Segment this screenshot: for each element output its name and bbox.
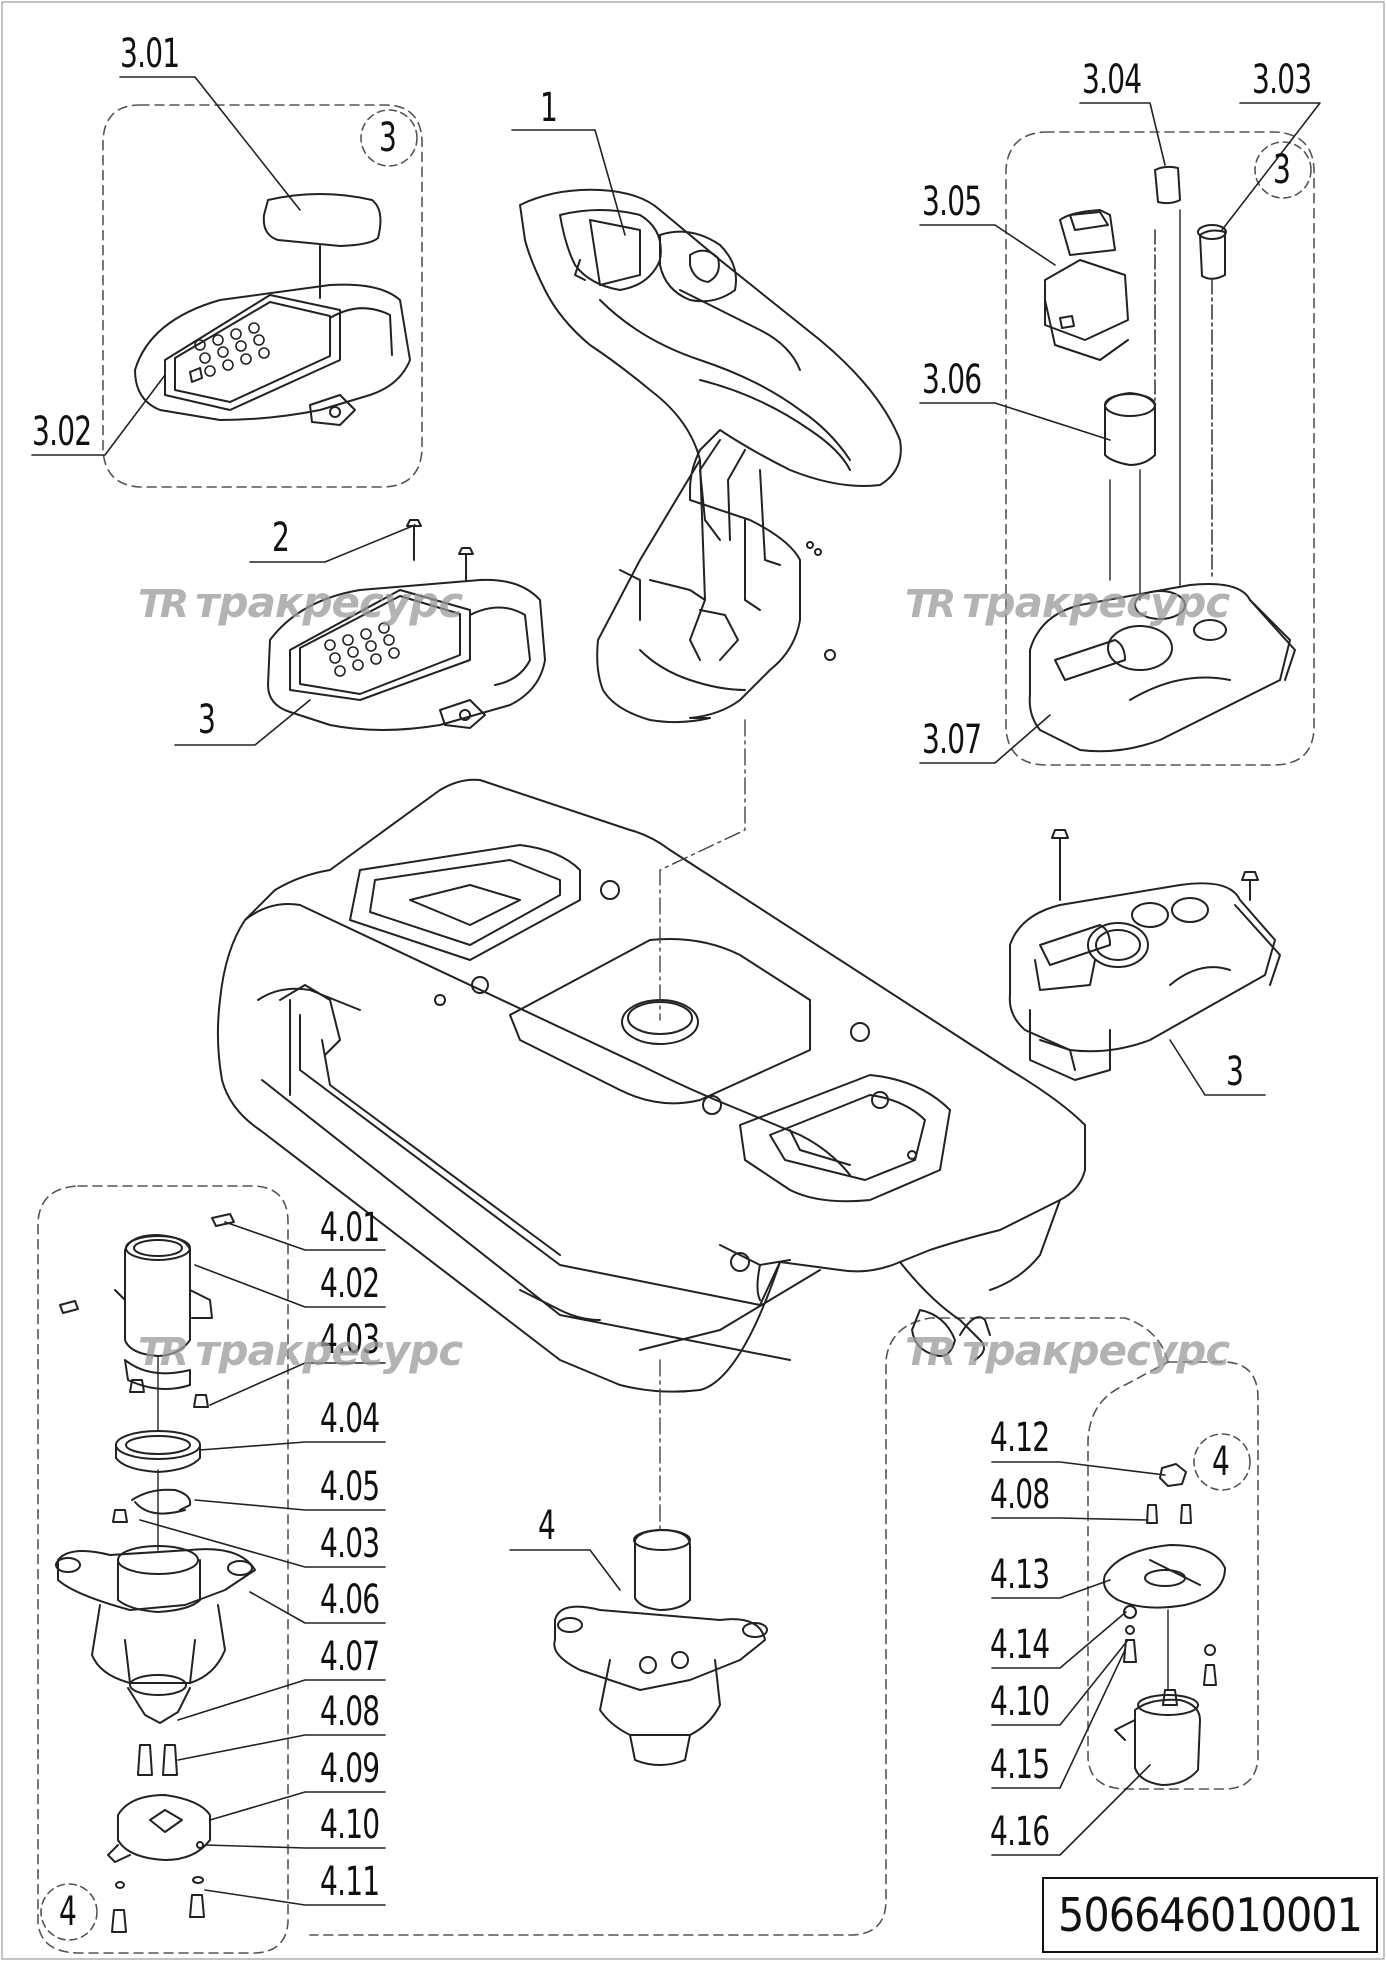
watermark-text: тракресурс — [962, 578, 1230, 627]
callout-4-04: 4.04 — [320, 1396, 380, 1442]
watermark-logo-icon: TR — [905, 1330, 956, 1374]
callout-4-10-b: 4.10 — [990, 1679, 1050, 1725]
switch-panel-exploded-3 — [1028, 165, 1296, 753]
mount-exploded-4-right — [1102, 1463, 1226, 1786]
callout-3-03: 3.03 — [1252, 57, 1312, 103]
mount-base-4 — [553, 1529, 768, 1766]
callout-4-08-a: 4.08 — [320, 1689, 380, 1735]
keypad-exploded-3 — [134, 193, 411, 426]
console-body — [216, 778, 1086, 1393]
group-marker-circles — [40, 109, 1312, 1941]
callout-4-16: 4.16 — [990, 1809, 1050, 1855]
callout-3-switch: 3 — [1226, 1049, 1244, 1095]
group-box-3-switches — [1005, 131, 1315, 766]
callout-3-05: 3.05 — [922, 179, 982, 225]
callout-3-07: 3.07 — [922, 717, 982, 763]
leader-lines — [31, 76, 1321, 1906]
group-marker-3-keypad: 3 — [379, 115, 397, 161]
callout-4-13: 4.13 — [990, 1552, 1050, 1598]
callout-4-03-b: 4.03 — [320, 1521, 380, 1567]
keypad-assembly-3 — [267, 519, 546, 731]
callout-4-07: 4.07 — [320, 1634, 380, 1680]
callout-4-09: 4.09 — [320, 1746, 380, 1792]
callout-4-center: 4 — [538, 1503, 556, 1549]
callout-1: 1 — [540, 85, 558, 131]
callout-4-15: 4.15 — [990, 1742, 1050, 1788]
watermark-logo-icon: TR — [138, 1330, 189, 1374]
callout-4-01: 4.01 — [320, 1205, 380, 1251]
callout-4-14: 4.14 — [990, 1622, 1050, 1668]
callout-2: 2 — [272, 515, 290, 561]
callout-4-02: 4.02 — [320, 1261, 380, 1307]
callout-4-10-a: 4.10 — [320, 1802, 380, 1848]
watermark-text: тракресурс — [195, 578, 463, 627]
callout-4-11: 4.11 — [320, 1859, 380, 1905]
callout-3-keypad: 3 — [198, 697, 216, 743]
switch-panel-3 — [1008, 829, 1281, 1081]
callout-3-04: 3.04 — [1082, 57, 1142, 103]
watermark-logo-icon: TR — [138, 582, 189, 626]
mount-exploded-4-left — [55, 1213, 256, 1933]
callout-4-06: 4.06 — [320, 1577, 380, 1623]
callout-3-01: 3.01 — [120, 31, 180, 77]
group-box-3-keypad — [102, 104, 423, 488]
group-marker-4-left: 4 — [59, 1889, 77, 1935]
callout-4-12: 4.12 — [990, 1415, 1050, 1461]
group-box-4-right — [309, 1317, 1259, 1936]
group-box-4-left — [37, 1185, 289, 1954]
document-number: 506646010001 — [1042, 1877, 1378, 1953]
callout-4-03-a: 4.03 — [320, 1317, 380, 1363]
callout-3-06: 3.06 — [922, 357, 982, 403]
watermark-logo-icon: TR — [905, 582, 956, 626]
group-marker-3-switch: 3 — [1273, 147, 1291, 193]
axis-lines — [659, 719, 746, 1531]
callout-3-02: 3.02 — [32, 409, 92, 455]
callout-4-08-b: 4.08 — [990, 1472, 1050, 1518]
watermark-text: тракресурс — [962, 1326, 1230, 1375]
watermark-text: тракресурс — [195, 1326, 463, 1375]
callout-4-05: 4.05 — [320, 1464, 380, 1510]
group-marker-4-right: 4 — [1212, 1439, 1230, 1485]
joystick-handle — [519, 188, 902, 724]
